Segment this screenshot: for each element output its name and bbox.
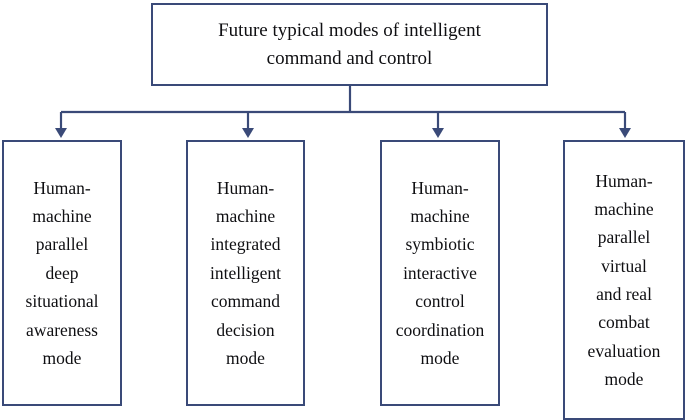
root-node: Future typical modes of intelligent comm…	[151, 3, 548, 86]
leaf-node-label: Human- machine parallel deep situational…	[25, 177, 99, 368]
leaf-node-label: Human- machine symbiotic interactive con…	[395, 177, 485, 368]
root-node-label: Future typical modes of intelligent comm…	[218, 19, 481, 69]
arrowhead-0	[55, 128, 67, 138]
arrowhead-1	[242, 128, 254, 138]
leaf-node-label: Human- machine integrated intelligent co…	[210, 177, 281, 368]
leaf-node-human-machine-parallel-virtual-and-real-combat-evaluation: Human- machine parallel virtual and real…	[563, 140, 685, 420]
leaf-node-human-machine-symbiotic-interactive-control-coordination: Human- machine symbiotic interactive con…	[380, 140, 500, 406]
arrowhead-2	[432, 128, 444, 138]
leaf-node-human-machine-integrated-intelligent-command-decision: Human- machine integrated intelligent co…	[186, 140, 305, 406]
arrowhead-3	[619, 128, 631, 138]
leaf-node-label: Human- machine parallel virtual and real…	[587, 170, 661, 390]
leaf-node-human-machine-parallel-deep-situational-awareness: Human- machine parallel deep situational…	[2, 140, 122, 406]
